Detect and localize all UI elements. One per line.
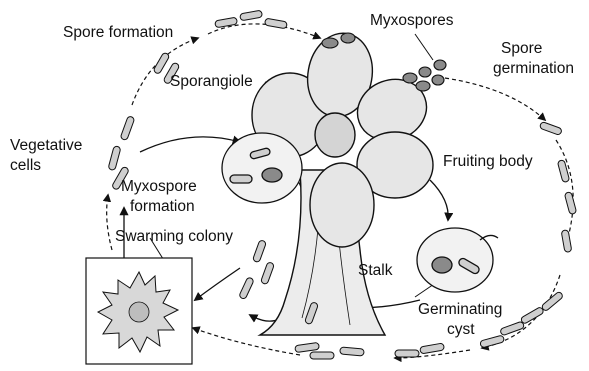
sporangiole-center xyxy=(315,113,355,157)
swarming-colony-box xyxy=(86,258,192,364)
label-myxospore-formation-line2: formation xyxy=(130,198,195,216)
label-stalk: Stalk xyxy=(358,262,392,280)
arrow-stream-to-colony xyxy=(195,268,240,300)
label-spore-germination-line1: Spore xyxy=(501,40,542,58)
arrow-vegetative-into-sporangiole xyxy=(140,137,240,152)
label-spore-formation: Spore formation xyxy=(63,24,173,42)
label-germinating-cyst-line2: cyst xyxy=(447,321,475,339)
sporangiole-bottom xyxy=(310,163,374,247)
arrow-colony-to-vegetative xyxy=(107,195,112,250)
label-spore-germination-line2: germination xyxy=(493,60,574,78)
label-vegetative-cells-line2: cells xyxy=(10,157,41,175)
pointer-myxospores xyxy=(415,34,433,60)
arrow-vegetative-to-spore-formation xyxy=(132,38,198,105)
label-fruiting-body: Fruiting body xyxy=(443,153,533,171)
label-swarming-colony: Swarming colony xyxy=(115,228,233,246)
label-myxospore-formation-line1: Myxospore xyxy=(121,178,197,196)
label-myxospores: Myxospores xyxy=(370,12,454,30)
arrow-fruiting-to-cyst xyxy=(430,180,448,220)
myxospore-formation-cell xyxy=(222,133,302,203)
germinating-cyst xyxy=(417,228,498,292)
label-sporangiole: Sporangiole xyxy=(170,73,253,91)
arrow-myxospores-to-germination xyxy=(445,78,545,120)
label-germinating-cyst-line1: Germinating xyxy=(418,301,502,319)
label-vegetative-cells-line1: Vegetative xyxy=(10,137,82,155)
